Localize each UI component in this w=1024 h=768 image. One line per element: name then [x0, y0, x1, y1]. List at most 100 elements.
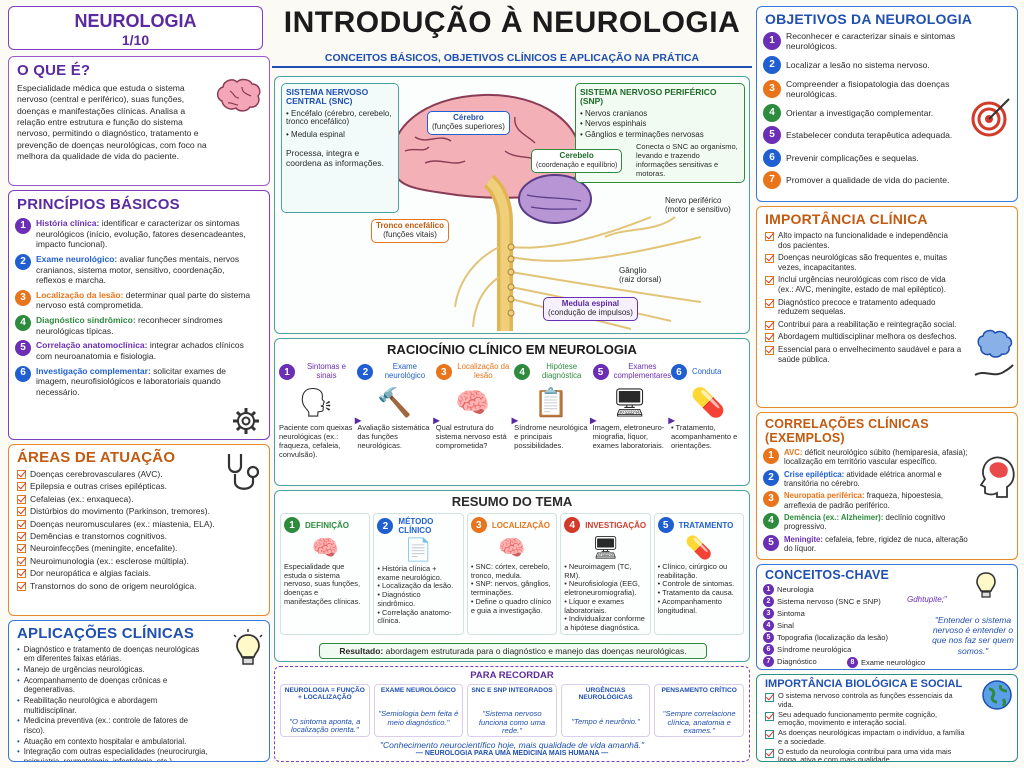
aplicacao-text: Diagnóstico e tratamento de doenças neur…	[23, 645, 200, 664]
principio-number: 6	[15, 365, 31, 382]
importancia-text: Alto impacto na funcionalidade e indepen…	[778, 231, 948, 250]
principio-number: 1	[15, 218, 31, 234]
conceito-text: Sintoma	[777, 609, 805, 618]
principio-text: Exame neurológico: avaliar funções menta…	[36, 254, 251, 286]
importancia-text: Contribui para a reabilitação e reintegr…	[778, 319, 957, 329]
conceito-text: Síndrome neurológica	[777, 645, 852, 654]
checkbox-icon	[765, 254, 774, 264]
principio-head: História clínica:	[36, 218, 100, 228]
principio-text: História clínica: identificar e caracter…	[36, 218, 251, 250]
objetivo-number: 6	[763, 148, 781, 167]
principio-number: 3	[15, 289, 31, 306]
importancia-text: Essencial para o envelhecimento saudável…	[778, 344, 962, 364]
area-text: Transtornos do sono de origem neurológic…	[30, 580, 197, 591]
step-number: 1	[279, 364, 295, 380]
raciocinio-title: RACIOCÍNIO CLÍNICO EM NEUROLOGIA	[387, 342, 637, 357]
objetivo-text: Localizar a lesão no sistema nervoso.	[786, 59, 930, 70]
resumo-title: RESUMO DO TEMA	[451, 494, 573, 509]
resumo-line: • SNP: nervos, gânglios, terminações.	[470, 579, 551, 598]
area-item: Doenças cerebrovasculares (AVC).	[17, 469, 217, 479]
step-label: Hipótese diagnóstica	[541, 362, 582, 380]
anatomy-box: SISTEMA NERVOSO CENTRAL (SNC) • Encéfalo…	[274, 76, 750, 334]
importancia-item: Diagnóstico precoce e tratamento adequad…	[765, 298, 963, 317]
step-number: 3	[435, 364, 452, 380]
importancia-item: Alto impacto na funcionalidade e indepen…	[765, 231, 963, 250]
importancia-box: IMPORTÂNCIA CLÍNICA Alto impacto na func…	[756, 206, 1018, 408]
checkbox-icon	[765, 232, 774, 241]
objetivo-text: Compreender a fisiopatologia das doenças…	[786, 78, 950, 99]
arrow-right-icon: ▸	[668, 413, 675, 427]
biologica-item: O estudo da neurologia contribui para um…	[765, 747, 967, 761]
recordar-footer2: — NEUROLOGIA PARA UMA MEDICINA MAIS HUMA…	[415, 750, 609, 757]
arrow-right-icon: ▸	[433, 413, 440, 427]
recordar-title: PARA RECORDAR	[470, 670, 554, 681]
resumo-resultado: Resultado: abordagem estruturada para o …	[319, 643, 707, 659]
globe-icon	[982, 680, 1012, 710]
principio-head: Localização da lesão:	[36, 289, 124, 300]
checkbox-icon	[17, 556, 26, 566]
step-text: Avaliação sistemática das funções neurol…	[357, 423, 430, 450]
snc-text: Processa, integra e coordena as informaç…	[286, 148, 384, 169]
bullet-icon: •	[17, 645, 20, 654]
correlacao-desc: declínio cognitivo progressivo.	[784, 513, 946, 532]
biologica-text: O sistema nervoso controla as funções es…	[778, 691, 953, 709]
checkbox-icon	[765, 693, 774, 702]
gear-icon	[233, 408, 259, 434]
recordar-card: EXAME NEUROLÓGICO"Semiologia bem feita é…	[373, 684, 464, 737]
biologica-item: Seu adequado funcionamento permite cogni…	[765, 709, 967, 728]
recordar-card-quote: "Semiologia bem feita é meio diagnóstico…	[378, 709, 459, 727]
principio-text: Localização da lesão: determinar qual pa…	[36, 290, 251, 311]
principio-desc: avaliar funções mentais, nervos craniano…	[36, 253, 240, 286]
aplicacao-item: •Diagnóstico e tratamento de doenças neu…	[17, 645, 211, 664]
objetivo-text: Orientar a investigação complementar.	[786, 107, 934, 118]
resumo-line: • Individualizar conforme a hipótese dia…	[564, 614, 645, 633]
aplicacoes-title: APLICAÇÕES CLÍNICAS	[17, 625, 195, 642]
biologica-text: Seu adequado funcionamento permite cogni…	[778, 709, 938, 728]
resumo-line: • História clínica + exame neurológico.	[377, 564, 442, 582]
checkbox-icon	[765, 748, 774, 758]
bullet-icon: •	[17, 665, 20, 675]
conceitos-title: CONCEITOS-CHAVE	[765, 568, 890, 582]
aplicacao-text: Manejo de urgências neurológicas.	[23, 665, 145, 675]
step-icon: 📋	[533, 386, 569, 419]
step-text: Imagem, eletroneuro-miografia, líquor, e…	[592, 423, 665, 450]
correlacao-text: Neuropatia periférica: fraqueza, hipoest…	[784, 491, 969, 510]
step-text: Síndrome neurológica e principais possib…	[514, 423, 588, 450]
aplicacao-text: Medicina preventiva (ex.: controle de fa…	[23, 716, 188, 735]
area-text: Distúrbios do movimento (Parkinson, trem…	[30, 506, 210, 517]
principio-desc: identificar e caracterizar os sintomas n…	[36, 218, 246, 250]
area-text: Demências e transtornos cognitivos.	[30, 530, 168, 541]
importancia-text: Abordagem multidisciplinar melhora os de…	[778, 332, 957, 342]
resumo-label: DEFINIÇÃO	[305, 520, 349, 530]
aplicacoes-list: •Diagnóstico e tratamento de doenças neu…	[9, 645, 219, 761]
principios-box: PRINCÍPIOS BÁSICOS 1 História clínica: id…	[8, 190, 270, 440]
hand-brain-icon	[974, 329, 1014, 376]
principio-desc: reconhecer síndromes neurológicas típica…	[36, 315, 223, 336]
principio-desc: solicitar exames de imagem, neurofisioló…	[36, 365, 226, 397]
checkbox-icon	[17, 581, 26, 591]
step-icon: 🔨	[376, 386, 412, 419]
principios-title: PRINCÍPIOS BÁSICOS	[17, 196, 180, 213]
step-text: Paciente com queixas neurológicas (ex.: …	[279, 423, 353, 459]
aplicacao-item: •Atuação em contexto hospitalar e ambula…	[17, 737, 211, 746]
resumo-line: • Localização da lesão.	[377, 581, 454, 591]
resumo-line: • SNC: córtex, cerebelo, tronco, medula.	[470, 562, 550, 580]
